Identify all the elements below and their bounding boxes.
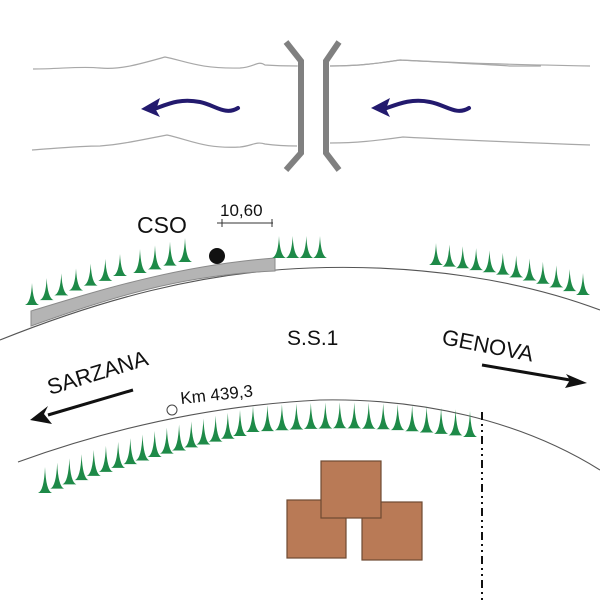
grass-tuft [50,462,65,489]
grass-tuft [576,273,590,295]
grass-tuft [246,406,260,432]
river-bank-south-west [31,134,298,151]
grass-tuft [509,255,524,278]
road-edge-north [0,266,600,341]
grass-tuft [274,404,289,431]
station-marker [209,248,225,264]
grass-tuft [303,402,318,429]
grass-tuft [272,236,286,258]
grass-tuft [376,403,391,430]
grass-tuft [86,449,101,476]
grass-tuft [178,238,192,262]
grass-tuft [299,236,314,258]
grass-tuft [113,254,127,276]
grass-tuft [98,258,113,281]
grass-tuft [463,411,477,437]
km-marker [166,404,178,416]
grass-tuft [455,246,470,269]
grass-tuft [220,412,235,439]
grass-tuft [448,409,463,436]
building-top [320,460,382,519]
river-bank-north-east-2 [329,59,591,67]
flow-arrow-east [371,98,471,117]
grass-tuft [361,402,376,429]
grass-tuft [123,438,138,465]
grass-tuft [549,265,564,288]
grass-tuft [347,402,362,429]
grass-tuft [83,263,98,286]
direction-label-genova: GENOVA [440,324,536,366]
grass-tuft [147,431,162,458]
grass-tuft [535,261,550,284]
grass-tuft [482,250,497,273]
flow-arrow-west [141,98,240,117]
km-label: Km 439,3 [179,381,253,408]
buildings [286,460,423,561]
grass-tuft [405,405,420,432]
river [31,56,591,151]
grass-tuft [184,421,199,448]
grass-tuft [196,418,211,445]
grass-tuft [390,404,405,431]
grass-tuft [148,245,162,270]
grass-tuft [289,403,304,430]
grass-tuft [429,243,443,265]
direction-arrow-sarzana [30,388,134,424]
road-label: S.S.1 [287,327,338,350]
road-edge-south [17,399,600,471]
grass-tuft [172,424,187,451]
grass-tuft [442,244,457,267]
grass-tuft [163,241,177,266]
bridge-side-left [283,40,304,172]
grass-tuft [98,445,113,472]
road [0,266,600,471]
river-bank-south-east [329,136,591,146]
distance-label: 10,60 [220,201,263,220]
grass-tuft [111,441,126,468]
grass-tuft [25,283,39,305]
grass-tuft [54,273,69,296]
bridge [283,40,342,172]
grass-tuft [332,402,347,429]
grass-tuft [233,410,247,436]
direction-label-sarzana: SARZANA [44,345,151,399]
grass-tuft [469,248,484,271]
bridge-side-right [323,40,342,172]
grass-tuft [313,236,327,258]
grass-tuft [39,278,54,301]
grass-tuft [133,249,147,273]
grass-tuft [260,405,275,432]
station-label: CSO [137,212,187,238]
distance-dimension [217,219,273,227]
grass-tuft [562,269,577,292]
grass-tuft [495,252,510,275]
grass-tuft [74,454,89,481]
grass-tuft [69,268,83,291]
grass-tuft [159,427,174,454]
sidewalk [30,257,276,327]
grass-tuft [285,236,300,258]
grass-tuft [419,406,434,433]
vegetation [25,236,590,493]
grass-tuft [62,458,77,485]
grass-tuft [38,467,52,493]
grass-tuft [135,434,150,461]
grass-tuft [208,415,223,442]
direction-arrow-genova [481,363,587,388]
river-bank-north-west [32,56,299,70]
grass-tuft [522,258,537,281]
grass-tuft [318,402,333,429]
grass-tuft [434,407,449,434]
